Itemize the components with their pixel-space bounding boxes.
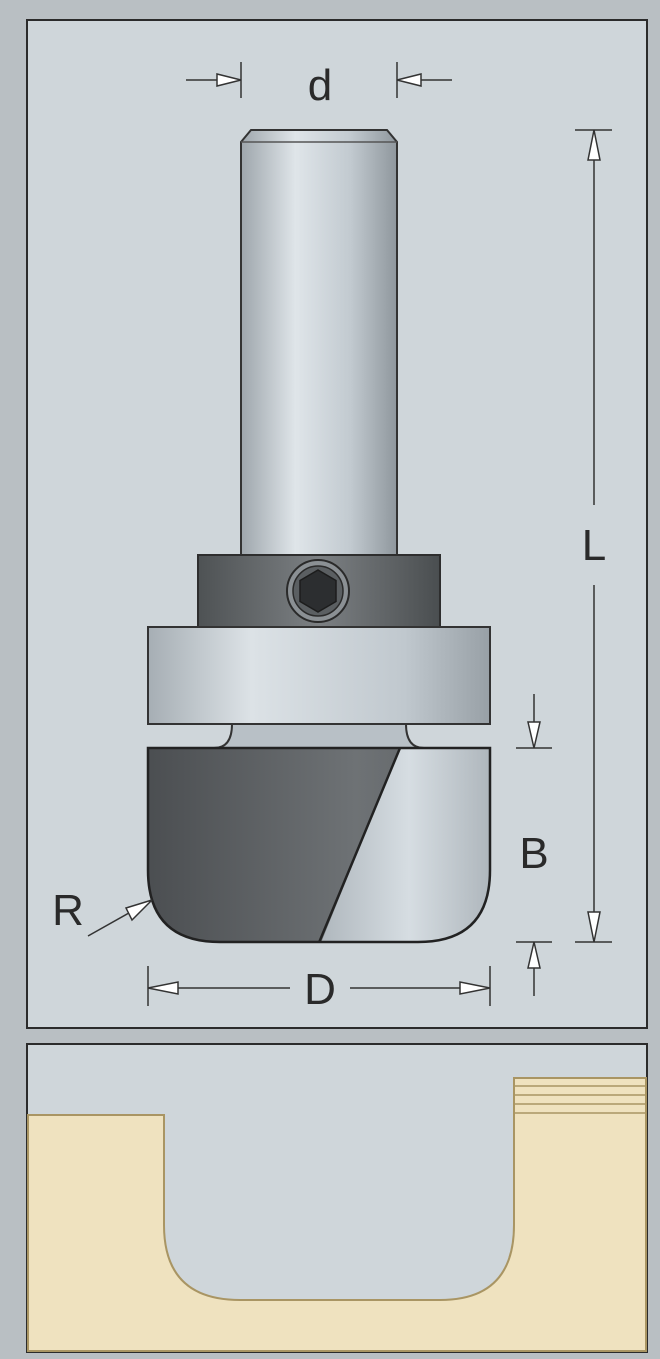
dim-cutting-diameter: D bbox=[147, 965, 491, 1014]
bearing bbox=[147, 626, 491, 725]
dim-corner-radius: R bbox=[52, 886, 153, 937]
dim-shank-diameter: d bbox=[186, 61, 452, 110]
arrowhead-icon bbox=[459, 981, 491, 995]
arrowhead-icon bbox=[147, 981, 179, 995]
neck bbox=[213, 723, 425, 749]
arrowhead-icon bbox=[587, 911, 601, 943]
cutter bbox=[146, 746, 492, 944]
hex-socket-icon bbox=[286, 559, 350, 623]
arrowhead-icon bbox=[527, 721, 541, 749]
dim-cutting-length: B bbox=[516, 694, 552, 996]
label-L: L bbox=[582, 521, 606, 570]
label-D: D bbox=[304, 965, 336, 1014]
label-d: d bbox=[308, 61, 332, 110]
arrowhead-icon bbox=[124, 899, 153, 922]
dim-overall-length: L bbox=[575, 129, 612, 943]
workpiece-profile bbox=[27, 1077, 647, 1352]
label-R: R bbox=[52, 886, 84, 935]
arrowhead-icon bbox=[396, 73, 422, 87]
arrowhead-icon bbox=[527, 941, 541, 969]
arrowhead-icon bbox=[216, 73, 242, 87]
shank bbox=[240, 129, 398, 556]
arrowhead-icon bbox=[587, 129, 601, 161]
label-B: B bbox=[519, 829, 548, 878]
